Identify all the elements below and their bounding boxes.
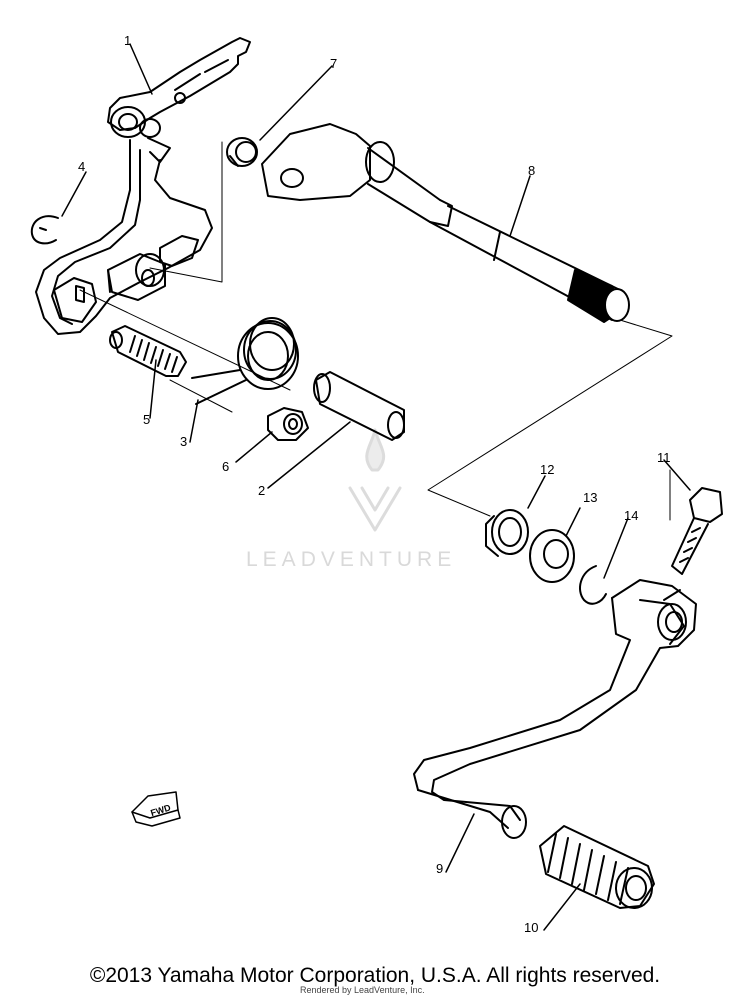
part-collar: [107, 253, 166, 301]
callout-1: 1: [124, 33, 131, 48]
callout-7: 7: [330, 56, 337, 71]
callout-2: 2: [258, 483, 265, 498]
callout-14: 14: [624, 508, 638, 523]
part-oil-seal: [485, 509, 529, 557]
callout-10: 10: [524, 920, 538, 935]
assembly-lines: [79, 141, 673, 521]
callout-11: 11: [657, 450, 671, 465]
callout-3: 3: [180, 434, 187, 449]
part-circlip-14: [579, 565, 607, 605]
callout-9: 9: [436, 861, 443, 876]
callout-4: 4: [78, 159, 85, 174]
part-bolt-5: [109, 325, 187, 377]
callout-5: 5: [143, 412, 150, 427]
fwd-arrow-icon: [131, 791, 181, 827]
part-pin-2: [313, 371, 405, 441]
part-shift-shaft: [261, 123, 630, 323]
rendered-by-note: Rendered by LeadVenture, Inc.: [300, 985, 425, 995]
watermark-text: LEADVENTURE: [246, 548, 456, 571]
callout-12: 12: [540, 462, 554, 477]
part-bolt-11: [671, 487, 723, 575]
copyright-notice: ©2013 Yamaha Motor Corporation, U.S.A. A…: [89, 964, 661, 987]
part-pedal-rubber: [539, 825, 655, 909]
part-shift-pedal: [413, 579, 697, 839]
watermark-logo: [348, 428, 402, 532]
part-washer-13: [529, 529, 575, 583]
part-nut-6: [267, 407, 309, 441]
part-torsion-spring: [191, 317, 299, 405]
part-washer-7: [226, 137, 258, 167]
callout-8: 8: [528, 163, 535, 178]
callout-13: 13: [583, 490, 597, 505]
leader-lines: [61, 43, 691, 931]
callout-6: 6: [222, 459, 229, 474]
part-circlip-4: [30, 215, 59, 245]
fwd-label: FWD: [149, 802, 172, 818]
part-shift-arm: [35, 37, 251, 335]
